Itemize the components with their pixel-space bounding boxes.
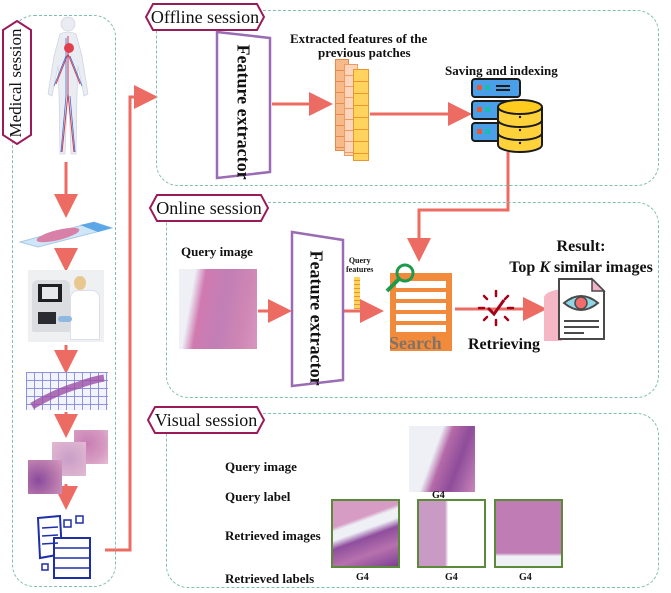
visual-query-image-label: Query image <box>225 459 297 474</box>
query-features-line1: Query <box>348 256 371 265</box>
offline-session-label: Offline session <box>150 7 260 27</box>
search-label: Search <box>389 333 442 353</box>
online-session-label: Online session <box>156 198 262 218</box>
visual-session-box <box>166 413 659 588</box>
tissue-patches-icon <box>28 430 108 494</box>
online-session-box <box>166 202 659 398</box>
retrieved-label-3: G4 <box>519 572 532 583</box>
online-feature-extractor-shape <box>290 230 345 388</box>
visual-query-label-title: Query label <box>225 489 291 504</box>
offline-feature-extractor-shape <box>215 30 272 180</box>
visual-retrieved-labels-label: Retrieved labels <box>225 571 315 586</box>
medical-session-tag: Medical session <box>2 20 32 145</box>
whole-slide-grid-icon <box>26 372 108 410</box>
result-line2: Top K similar images <box>509 259 653 276</box>
query-feature-vector <box>354 277 360 309</box>
saving-indexing-label: Saving and indexing <box>445 63 558 78</box>
result-document-eye-icon <box>544 277 606 341</box>
retrieved-label-1: G4 <box>356 572 369 583</box>
query-features-line2: features <box>346 265 374 274</box>
arrow-medical-to-offline <box>105 85 158 552</box>
retrieved-image-2[interactable] <box>417 499 486 568</box>
online-query-image-label: Query image <box>181 244 253 259</box>
retrieving-label: Retrieving <box>468 336 540 353</box>
glass-slide-icon <box>18 221 114 248</box>
extracted-feature-vectors <box>335 59 375 161</box>
extracted-features-label-2: previous patches <box>318 45 411 60</box>
extracted-features-label-1: Extracted features of the <box>290 31 428 46</box>
retrieved-image-3[interactable] <box>494 499 563 568</box>
result-title: Result: Top K similar images <box>491 236 671 278</box>
medical-session-label: Medical session <box>6 27 25 138</box>
human-circulatory-system-icon <box>47 16 89 155</box>
visual-session-tag: Visual session <box>147 406 265 434</box>
slide-scanner-icon <box>28 270 104 342</box>
server-database-icon <box>471 78 543 153</box>
visual-session-label: Visual session <box>154 410 258 430</box>
patch-database-icon <box>36 514 91 579</box>
search-index-icon[interactable] <box>390 273 452 351</box>
visual-query-image <box>409 426 475 492</box>
medical-session-box <box>12 15 116 587</box>
offline-session-tag: Offline session <box>145 3 265 31</box>
offline-feature-extractor-label: Feature extractor <box>233 44 254 180</box>
online-query-image <box>179 269 257 349</box>
retrieving-clock-icon <box>477 289 515 327</box>
magnifier-icon <box>385 263 415 293</box>
online-session-tag: Online session <box>149 194 269 222</box>
visual-retrieved-images-label: Retrieved images <box>225 528 321 543</box>
visual-query-label-value: G4 <box>432 490 445 501</box>
result-line1: Result: <box>556 238 606 255</box>
arrow-storage-to-search <box>407 152 510 262</box>
query-features-label: Query features <box>346 256 373 274</box>
offline-session-box <box>156 10 659 186</box>
retrieved-label-2: G4 <box>445 572 458 583</box>
retrieved-image-1[interactable] <box>331 499 400 568</box>
online-feature-extractor-label: Feature extractor <box>306 250 327 386</box>
